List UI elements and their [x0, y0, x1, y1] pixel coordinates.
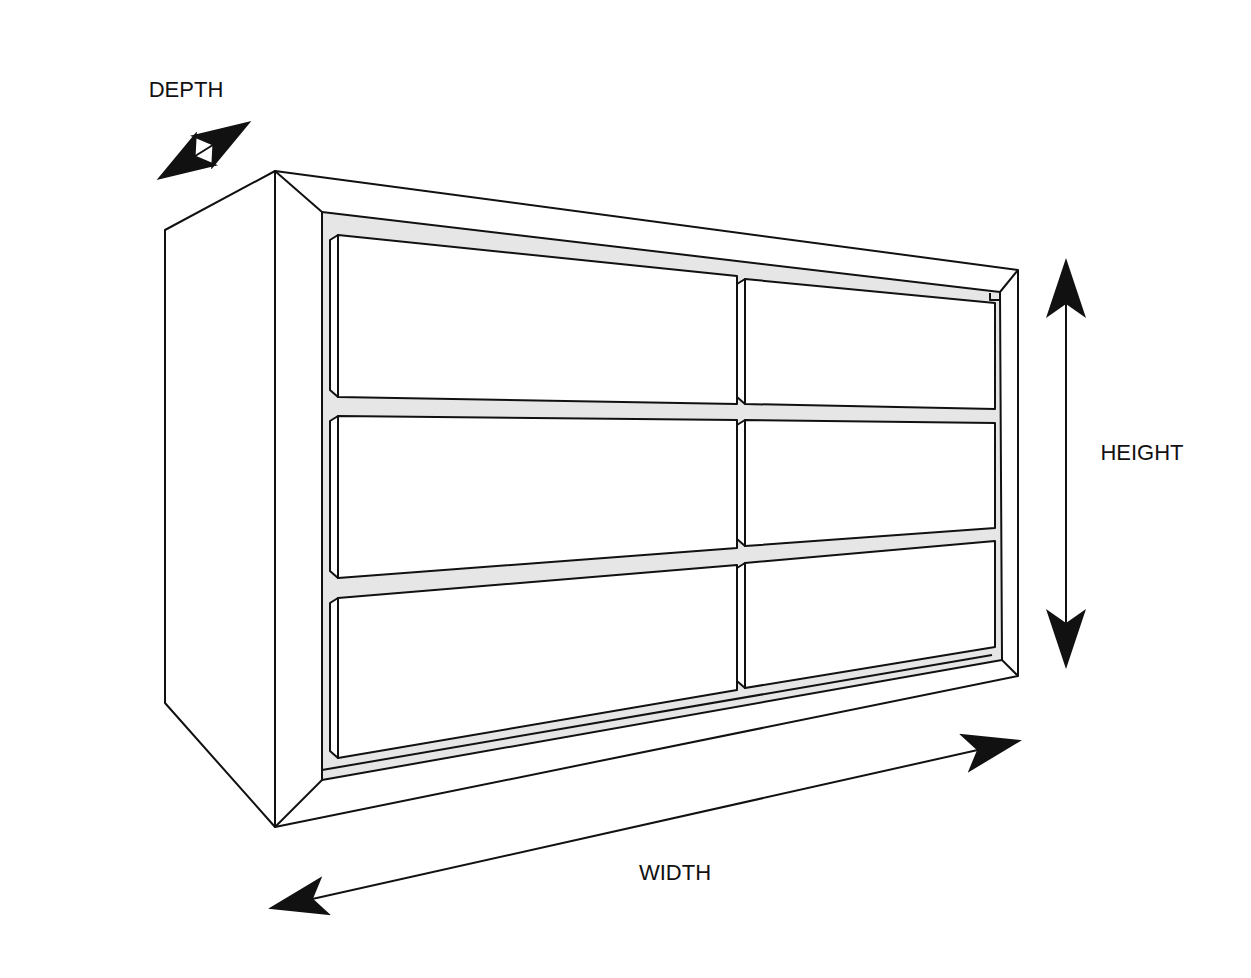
drawer-face [745, 541, 995, 688]
recess-edge [990, 293, 1000, 300]
bevel-line [1002, 660, 1018, 676]
drawer-bevel [737, 563, 745, 688]
drawer-bevel [330, 598, 338, 758]
drawer-front [330, 235, 737, 404]
height-arrow [1065, 262, 1067, 665]
bevel-line [1000, 270, 1018, 292]
drawer-face [338, 565, 737, 758]
width-label: WIDTH [639, 862, 711, 884]
drawer-face [745, 279, 995, 409]
drawer-front [737, 279, 995, 409]
drawer-face [338, 416, 737, 578]
drawer-front [330, 565, 737, 758]
bevel-line [275, 171, 322, 212]
drawer-front [737, 420, 995, 546]
drawer-front [330, 416, 737, 578]
front-frame [275, 171, 1018, 827]
side-panel [165, 171, 275, 827]
bevel-line [275, 780, 322, 827]
inner-recess [322, 212, 1002, 780]
drawer-face [338, 235, 737, 404]
drawer-bevel [330, 416, 338, 578]
depth-label: DEPTH [149, 79, 224, 101]
drawer-front [737, 541, 995, 688]
depth-arrow [160, 123, 248, 178]
height-label: HEIGHT [1100, 442, 1183, 464]
width-arrow [272, 741, 1018, 908]
drawer-bevel [330, 235, 338, 397]
drawer-bevel [737, 420, 745, 546]
drawer-face [745, 420, 995, 546]
drawer-bevel [737, 279, 745, 404]
